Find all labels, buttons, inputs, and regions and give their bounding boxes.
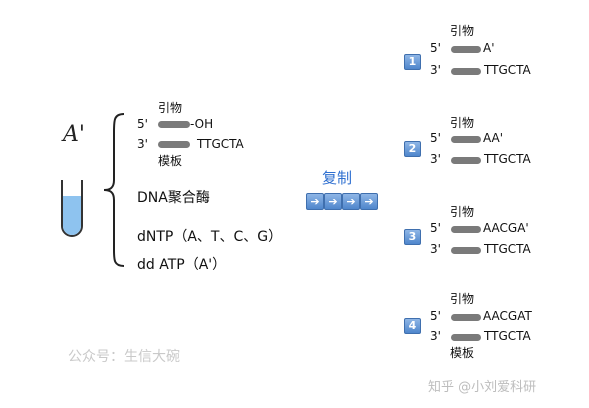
ddatp-text: dd ATP（A'） xyxy=(137,257,227,273)
template-strand xyxy=(451,334,481,341)
primer-5prime: 5' xyxy=(137,117,148,131)
template-label: 模板 xyxy=(450,346,475,360)
product-5prime: 5' xyxy=(430,221,441,235)
curly-brace xyxy=(103,113,125,267)
product-3prime: 3' xyxy=(430,152,441,166)
primer-strand xyxy=(451,46,481,53)
test-tube xyxy=(61,180,83,237)
badge-3: 3 xyxy=(404,229,421,245)
primer-label: 引物 xyxy=(158,101,183,115)
template-strand xyxy=(451,68,481,75)
badge-1: 1 xyxy=(404,54,421,70)
arrow-icon-1: ➔ xyxy=(306,193,324,210)
arrow-icon-2: ➔ xyxy=(324,193,342,210)
primer-label: 引物 xyxy=(450,116,475,130)
tube-liquid xyxy=(63,196,81,235)
badge-4: 4 xyxy=(404,318,421,334)
product-3prime: 3' xyxy=(430,329,441,343)
dntp-text: dNTP（A、T、C、G） xyxy=(137,229,283,245)
template-sequence: TTGCTA xyxy=(484,329,531,343)
arrow-icon-4: ➔ xyxy=(360,193,378,210)
template-3prime: 3' xyxy=(137,137,148,151)
product-3prime: 3' xyxy=(430,63,441,77)
primer-label: 引物 xyxy=(450,24,475,38)
template-strand xyxy=(158,141,190,148)
replication-title: 复制 xyxy=(322,169,353,187)
extended-sequence: AA' xyxy=(483,131,504,145)
template-strand xyxy=(451,157,481,164)
arrow-icon-3: ➔ xyxy=(342,193,360,210)
template-strand xyxy=(451,247,481,254)
template-sequence: TTGCTA xyxy=(484,152,531,166)
primer-strand xyxy=(451,136,481,143)
template-sequence: TTGCTA xyxy=(484,63,531,77)
extended-sequence: AACGA' xyxy=(483,221,529,235)
watermark-right: 知乎 @小刘爱科研 xyxy=(428,380,537,395)
left-panel: A' 引物 5' -OH 3' TTGCTA 模板 DNA聚合酶 dNTP（A、… xyxy=(61,101,283,273)
product-5prime: 5' xyxy=(430,309,441,323)
product-5prime: 5' xyxy=(430,131,441,145)
badge-2: 2 xyxy=(404,141,421,157)
primer-strand xyxy=(451,314,481,321)
product-5prime: 5' xyxy=(430,41,441,55)
extended-sequence: AACGAT xyxy=(483,309,532,323)
extended-sequence: A' xyxy=(483,41,495,55)
primer-oh: -OH xyxy=(190,117,214,131)
product-3prime: 3' xyxy=(430,242,441,256)
template-sequence: TTGCTA xyxy=(197,137,244,151)
primer-label: 引物 xyxy=(450,292,475,306)
enzyme-text: DNA聚合酶 xyxy=(137,190,210,206)
tube-label: A' xyxy=(63,122,85,147)
watermark-left: 公众号：生信大碗 xyxy=(68,349,180,365)
primer-strand xyxy=(451,226,481,233)
template-label: 模板 xyxy=(158,154,183,168)
primer-label: 引物 xyxy=(450,205,475,219)
primer-strand xyxy=(158,121,190,128)
template-sequence: TTGCTA xyxy=(484,242,531,256)
